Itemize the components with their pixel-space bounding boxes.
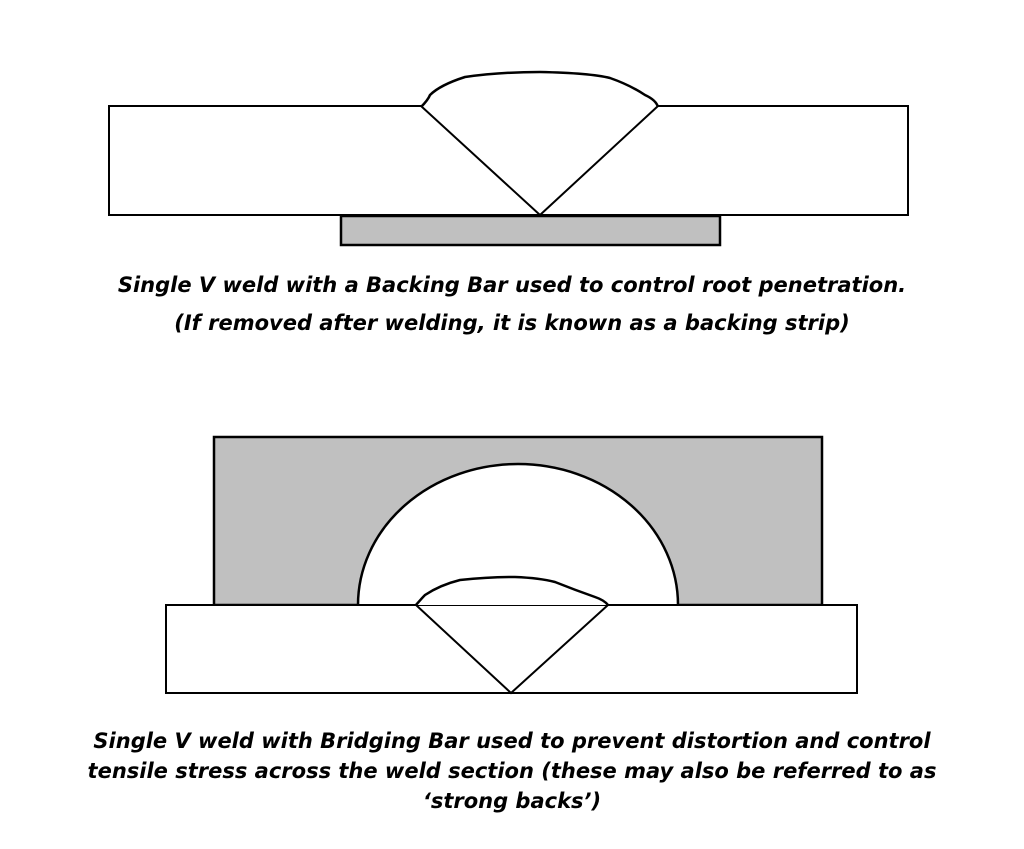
bridging-plate <box>165 604 858 694</box>
caption-bottom-line2: tensile stress across the weld section (… <box>87 759 937 783</box>
bridging-bar <box>212 435 824 607</box>
backing-plate <box>108 105 909 216</box>
backing-bar-diagram <box>108 70 909 247</box>
bridging-bar-diagram <box>165 435 858 695</box>
caption-bottom-line3: ‘strong backs’) <box>422 789 602 813</box>
v-groove <box>420 105 659 217</box>
caption-bottom-line1: Single V weld with Bridging Bar used to … <box>93 729 931 753</box>
caption-top-line1: Single V weld with a Backing Bar used to… <box>117 273 907 297</box>
weld-cap <box>415 575 609 606</box>
v-groove <box>415 604 609 695</box>
weld-cap <box>420 70 660 108</box>
backing-bar <box>339 214 722 247</box>
caption-top-line2: (If removed after welding, it is known a… <box>174 311 850 335</box>
